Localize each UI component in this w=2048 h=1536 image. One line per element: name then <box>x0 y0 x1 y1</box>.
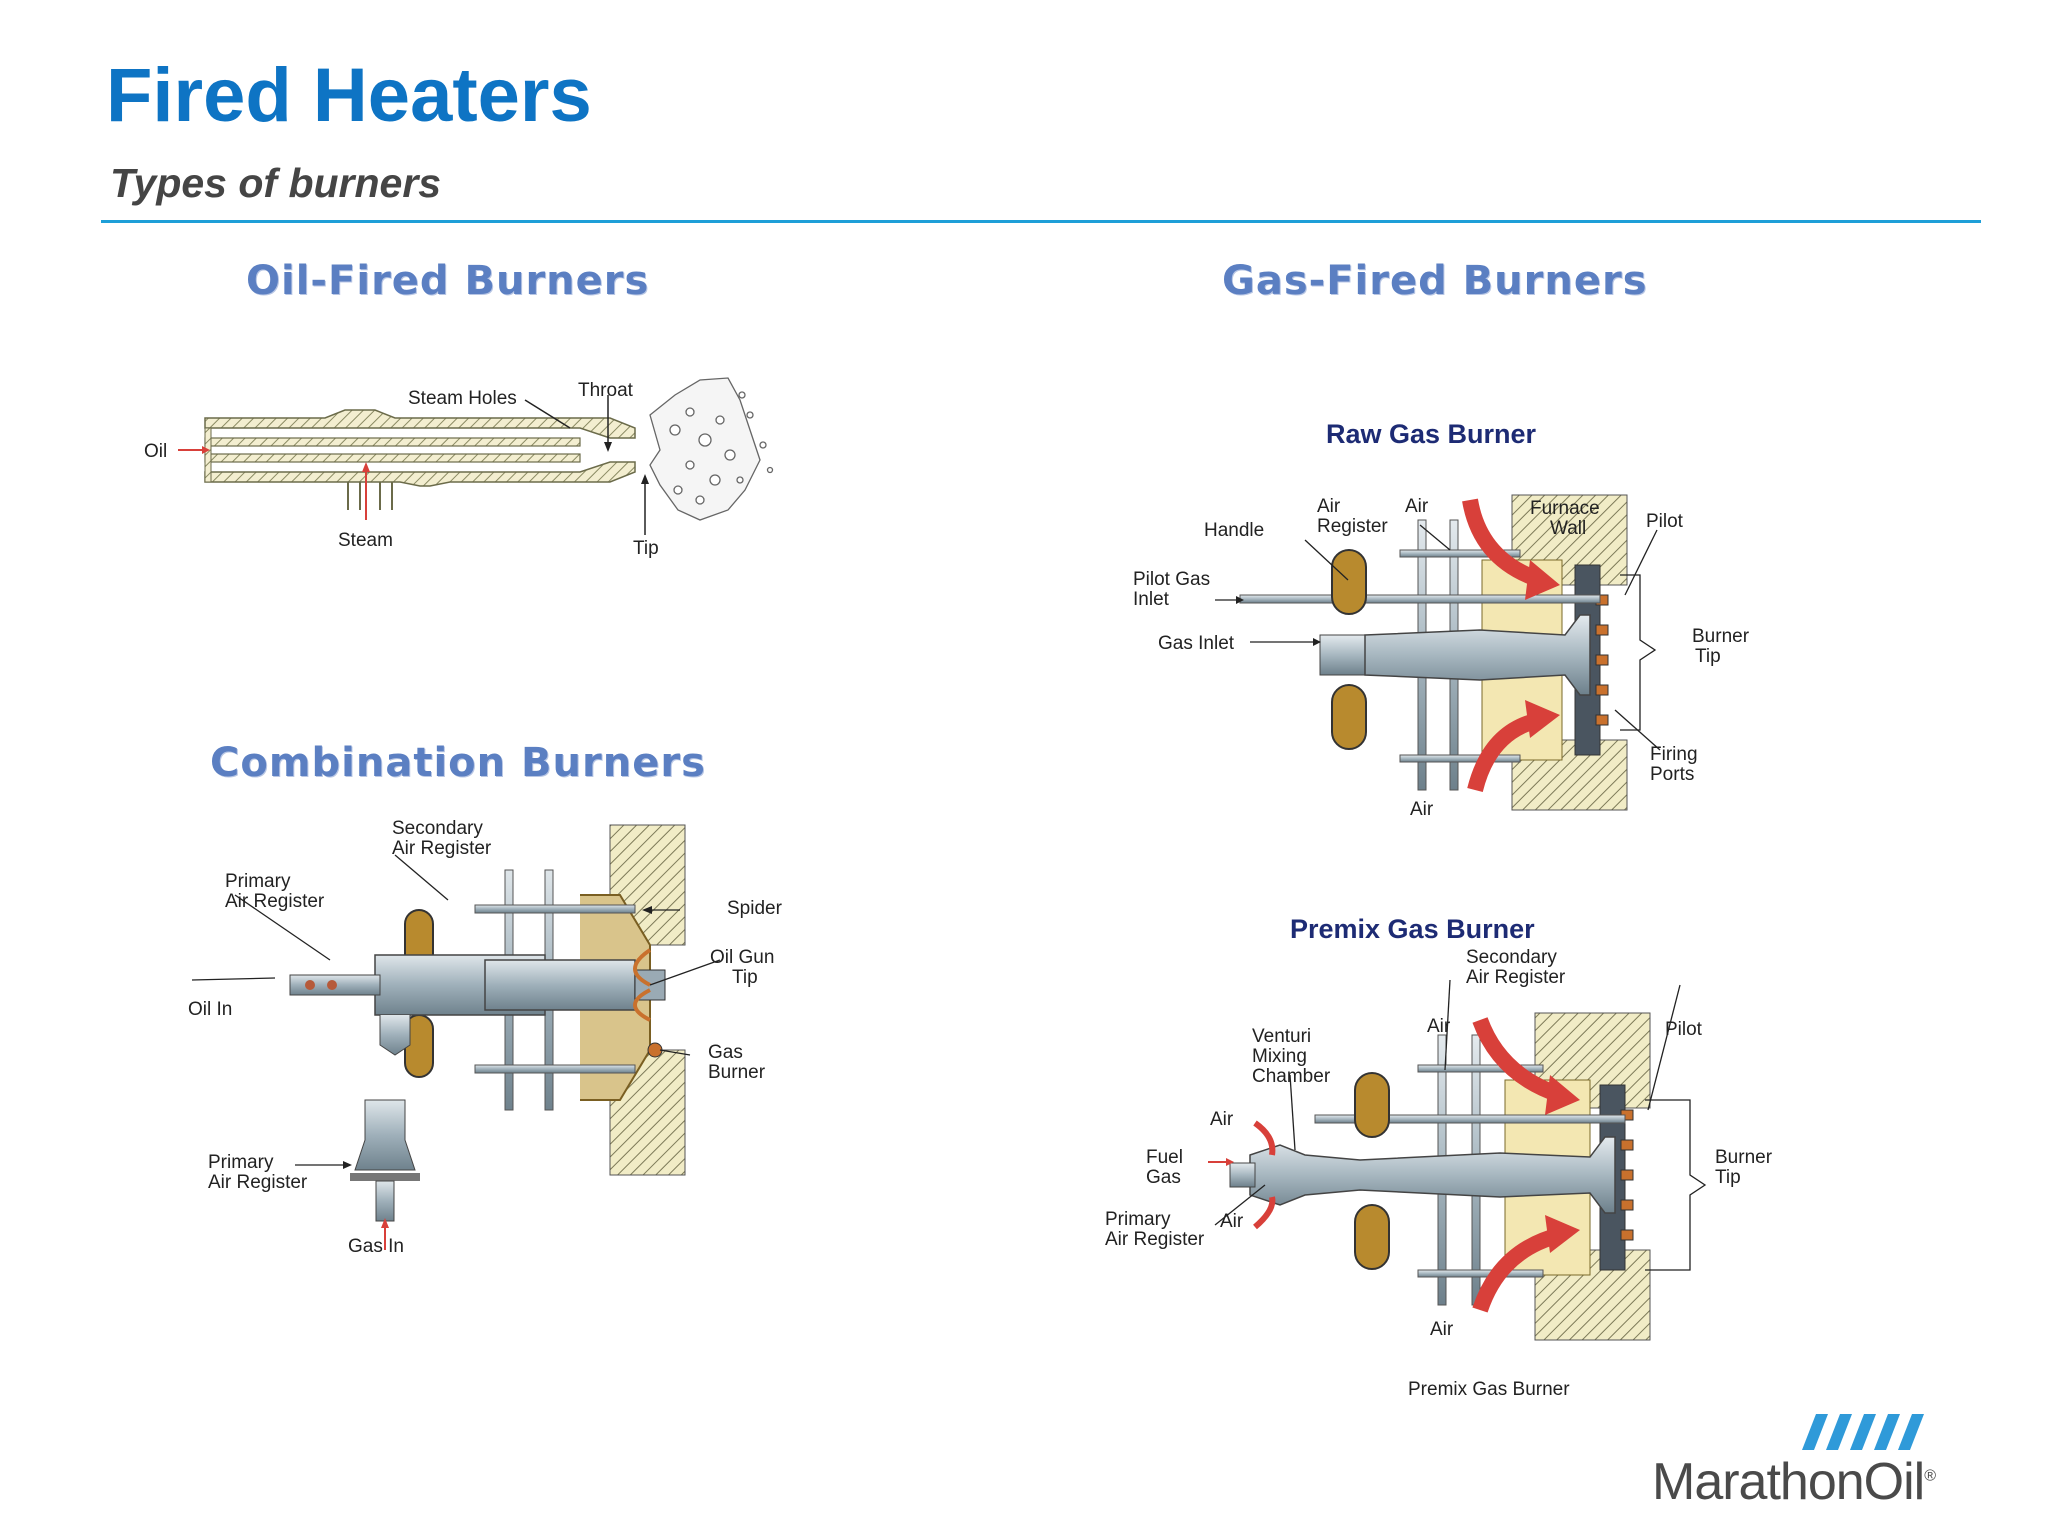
raw-label-firing-ports-1: Firing <box>1650 744 1698 765</box>
premix-venturi-body <box>1249 1136 1616 1214</box>
raw-gas-burner-diagram: Raw Gas Burner Handle Air Register Air F… <box>1133 419 1750 820</box>
combination-title: Combination Burners <box>210 740 706 786</box>
raw-label-air-register-1: Air <box>1317 496 1341 517</box>
raw-gas-title: Raw Gas Burner <box>1326 419 1537 449</box>
label-oil-gun-2: Tip <box>732 967 758 988</box>
raw-label-pilot-gas-1: Pilot Gas <box>1133 569 1210 590</box>
raw-handle-top <box>1331 549 1367 615</box>
premix-label-venturi-1: Venturi <box>1252 1026 1311 1047</box>
label-spider: Spider <box>727 898 783 919</box>
label-steam-holes: Steam Holes <box>408 388 517 409</box>
label-throat: Throat <box>578 380 634 401</box>
label-oil: Oil <box>144 441 167 462</box>
marathon-oil-logo: MarathonOil® <box>1652 1410 1982 1512</box>
logo-text: MarathonOil <box>1652 1453 1925 1511</box>
premix-label-air-left-bottom: Air <box>1220 1211 1244 1232</box>
raw-label-air-bottom: Air <box>1410 799 1434 820</box>
label-secondary-air-1: Secondary <box>392 818 483 839</box>
raw-gas-body <box>1364 614 1591 696</box>
raw-handle-bottom <box>1331 684 1367 750</box>
combination-burner-diagram: Secondary Air Register Primary Air Regis… <box>188 818 783 1257</box>
label-oil-gun-1: Oil Gun <box>710 947 774 968</box>
label-oil-in: Oil In <box>188 999 232 1020</box>
raw-label-furnace-wall-2: Wall <box>1550 518 1586 539</box>
pilot-tube <box>1239 594 1601 604</box>
oil-fired-burner-diagram: Oil Steam Holes Throat Steam Tip <box>144 377 774 559</box>
raw-label-furnace-wall-1: Furnace <box>1530 498 1600 519</box>
premix-handle-bottom <box>1354 1204 1390 1270</box>
raw-label-air-register-2: Register <box>1317 516 1388 537</box>
raw-label-burner-tip-2: Tip <box>1695 646 1721 667</box>
premix-label-primary-air-1: Primary <box>1105 1209 1171 1230</box>
raw-label-air-top: Air <box>1405 496 1429 517</box>
label-gas-in: Gas In <box>348 1236 404 1257</box>
premix-gas-burner-diagram: Premix Gas Burner Secondary Air Register… <box>1105 914 1773 1400</box>
premix-label-air-bottom: Air <box>1430 1319 1454 1340</box>
oil-spray <box>649 377 774 521</box>
slide-subtitle: Types of burners <box>110 160 442 206</box>
premix-label-fuel-gas-1: Fuel <box>1146 1147 1183 1168</box>
premix-caption: Premix Gas Burner <box>1408 1379 1570 1400</box>
burner-body-bottom <box>204 461 636 487</box>
premix-label-air-top: Air <box>1427 1016 1451 1037</box>
oil-fired-title: Oil-Fired Burners <box>246 258 650 304</box>
logo-registered-mark: ® <box>1924 1467 1936 1485</box>
label-primary-air-b-1: Primary <box>208 1152 274 1173</box>
label-steam: Steam <box>338 530 393 551</box>
premix-label-burner-tip-1: Burner <box>1715 1147 1773 1168</box>
label-primary-air-b-2: Air Register <box>208 1172 308 1193</box>
premix-label-air-left: Air <box>1210 1109 1234 1130</box>
raw-label-gas-inlet: Gas Inlet <box>1158 633 1235 654</box>
premix-handle-top <box>1354 1072 1390 1138</box>
raw-label-pilot-gas-2: Inlet <box>1133 589 1170 610</box>
premix-label-secondary-air-2: Air Register <box>1466 967 1566 988</box>
premix-gas-title: Premix Gas Burner <box>1290 914 1535 944</box>
title-divider <box>101 220 1981 223</box>
marathon-wave-icon <box>1802 1414 1924 1450</box>
raw-label-firing-ports-2: Ports <box>1650 764 1694 785</box>
raw-label-pilot: Pilot <box>1646 511 1684 532</box>
raw-label-burner-tip-1: Burner <box>1692 626 1750 647</box>
gas-fired-title: Gas-Fired Burners <box>1222 258 1648 304</box>
furnace-wall-bottom <box>609 1049 686 1176</box>
premix-label-fuel-gas-2: Gas <box>1146 1167 1181 1188</box>
logo-wordmark: MarathonOil® <box>1652 1452 1936 1512</box>
premix-label-primary-air-2: Air Register <box>1105 1229 1205 1250</box>
label-primary-air-2: Air Register <box>225 891 325 912</box>
burner-body-top <box>204 409 636 439</box>
premix-label-pilot: Pilot <box>1665 1019 1703 1040</box>
label-tip: Tip <box>633 538 659 559</box>
slide-title: Fired Heaters <box>106 53 592 138</box>
premix-label-venturi-2: Mixing <box>1252 1046 1307 1067</box>
label-gas-burner-2: Burner <box>708 1062 766 1083</box>
label-gas-burner-1: Gas <box>708 1042 743 1063</box>
premix-label-burner-tip-2: Tip <box>1715 1167 1741 1188</box>
label-secondary-air-2: Air Register <box>392 838 492 859</box>
raw-label-handle: Handle <box>1204 520 1264 541</box>
label-primary-air-1: Primary <box>225 871 291 892</box>
premix-label-venturi-3: Chamber <box>1252 1066 1331 1087</box>
premix-label-secondary-air-1: Secondary <box>1466 947 1557 968</box>
